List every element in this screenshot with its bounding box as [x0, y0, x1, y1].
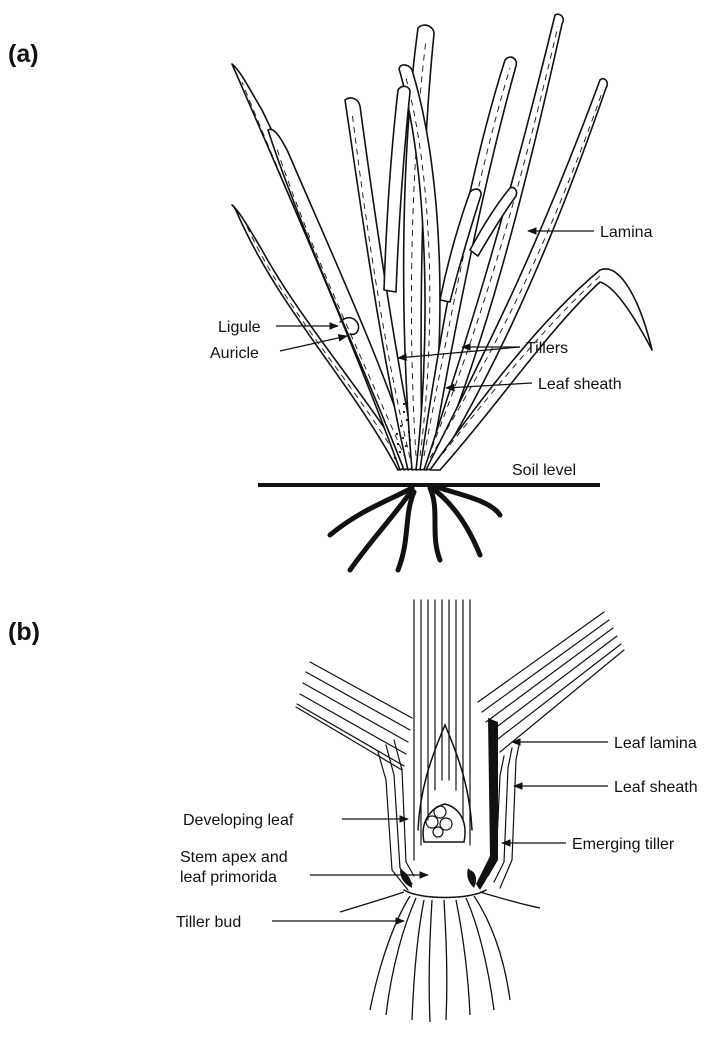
label-soil-level: Soil level: [512, 462, 576, 479]
label-stem-apex-line1: Stem apex and: [180, 849, 288, 866]
label-leaf-sheath-b: Leaf sheath: [614, 779, 698, 796]
central-sheath-bundle: [414, 600, 470, 860]
label-tillers: Tillers: [526, 340, 568, 357]
leaf-blades: [232, 14, 652, 470]
label-developing-leaf: Developing leaf: [183, 812, 294, 829]
panel-a-letter: (a): [8, 40, 39, 68]
label-emerging-tiller: Emerging tiller: [572, 836, 675, 853]
outer-sheaths-left: [378, 740, 414, 890]
left-lamina-bundle: [296, 662, 412, 770]
label-leaf-lamina: Leaf lamina: [614, 735, 697, 752]
roots-b: [340, 892, 540, 1022]
label-auricle: Auricle: [210, 345, 259, 362]
right-lamina-bundle: [478, 612, 624, 752]
panel-b: (b): [8, 600, 698, 1022]
emerging-tiller: [476, 718, 498, 890]
roots: [330, 486, 500, 570]
label-tiller-bud: Tiller bud: [176, 914, 241, 931]
label-stem-apex-line2: leaf primorida: [180, 869, 277, 886]
tiller-section-drawing: [296, 600, 624, 1022]
panel-b-letter: (b): [8, 618, 40, 646]
stem-apex: [423, 804, 465, 842]
label-leaf-sheath-a: Leaf sheath: [538, 376, 622, 393]
panel-a: (a): [8, 14, 653, 570]
tiller-bud-left: [400, 870, 412, 888]
tiller-bud-right: [467, 868, 476, 888]
whole-plant-drawing: [232, 14, 652, 570]
label-lamina: Lamina: [600, 224, 653, 241]
panel-b-annotations: Leaf lamina Leaf sheath Developing leaf …: [176, 735, 698, 931]
label-ligule: Ligule: [218, 319, 261, 336]
